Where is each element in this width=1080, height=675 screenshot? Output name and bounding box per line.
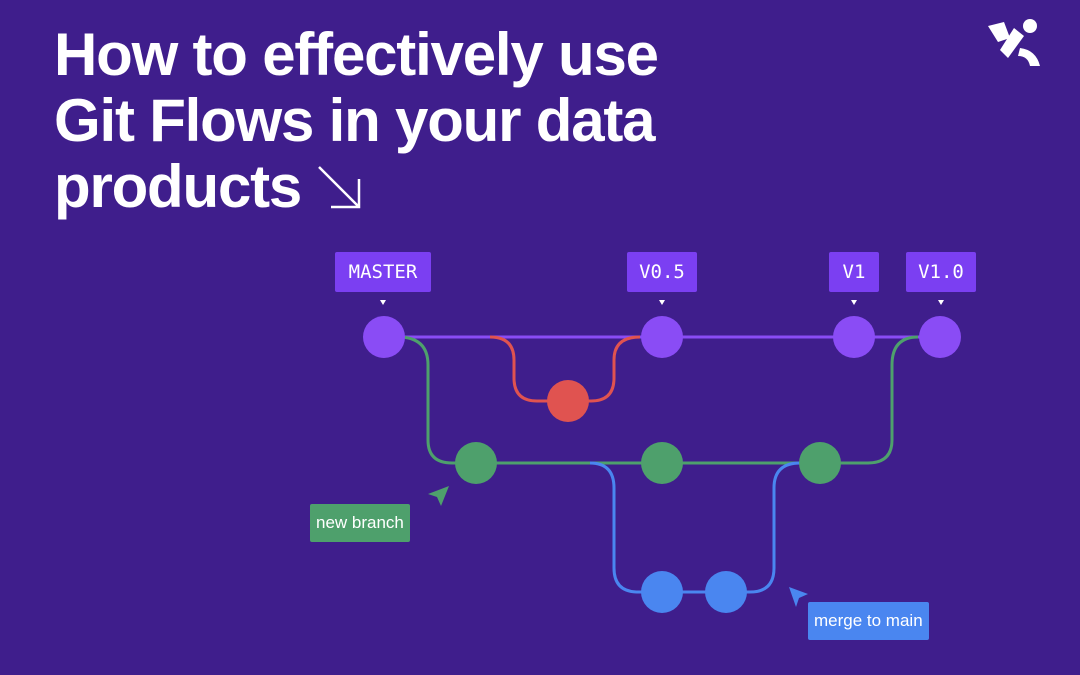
callout-new-branch: new branch <box>310 504 410 542</box>
commit-feature-2 <box>705 571 747 613</box>
merge-pointer-icon <box>789 587 808 607</box>
headline: How to effectively use Git Flows in your… <box>54 21 659 220</box>
headline-line-1: How to effectively use <box>54 21 659 88</box>
commit-master-v1 <box>833 316 875 358</box>
tag-v1: V1 <box>829 252 879 305</box>
commit-hotfix <box>547 380 589 422</box>
commit-develop-2 <box>641 442 683 484</box>
tag-master: MASTER <box>335 252 431 305</box>
new-branch-pointer-icon <box>428 486 449 506</box>
commit-develop-3 <box>799 442 841 484</box>
headline-line-3: products <box>54 154 658 220</box>
tag-v05: V0.5 <box>627 252 697 305</box>
feature-branch-line <box>589 461 801 594</box>
commit-develop-1 <box>455 442 497 484</box>
tag-v10: V1.0 <box>906 252 976 305</box>
commit-master-1 <box>363 316 405 358</box>
commit-master-v10 <box>919 316 961 358</box>
headline-line-2: Git Flows in your data <box>54 87 656 154</box>
commit-master-v05 <box>641 316 683 358</box>
brand-logo-icon <box>988 19 1040 66</box>
callout-merge-to-main: merge to main <box>808 602 929 640</box>
arrow-down-right-icon <box>318 166 361 209</box>
commit-feature-1 <box>641 571 683 613</box>
